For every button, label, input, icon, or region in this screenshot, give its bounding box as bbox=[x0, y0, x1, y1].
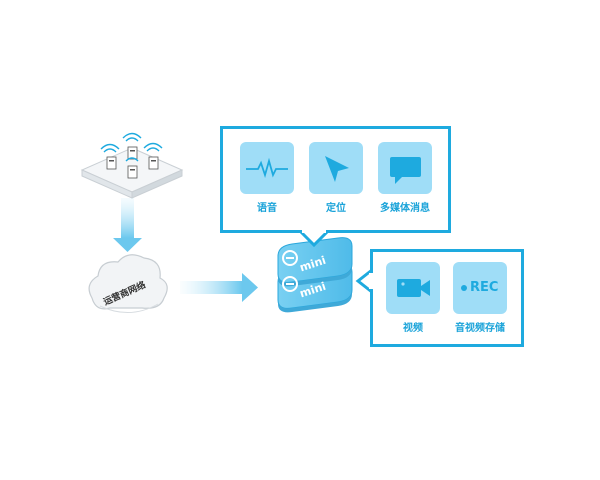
storage-label: 音视频存储 bbox=[455, 323, 505, 334]
multimedia-message-label: 多媒体消息 bbox=[380, 203, 430, 214]
voice-tile[interactable] bbox=[240, 142, 294, 194]
video-tile[interactable] bbox=[386, 262, 440, 314]
chat-bubble-icon bbox=[390, 157, 421, 184]
iot-devices-platform-icon bbox=[80, 132, 184, 199]
video-camera-icon bbox=[397, 279, 430, 297]
cursor-arrow-icon bbox=[325, 156, 349, 182]
cloud-icon bbox=[88, 254, 168, 313]
e-logo-icon bbox=[282, 250, 298, 266]
down-arrow bbox=[113, 198, 142, 252]
rec-badge: REC bbox=[470, 280, 499, 295]
location-tile[interactable] bbox=[309, 142, 363, 194]
location-label: 定位 bbox=[326, 203, 346, 214]
storage-tile[interactable]: REC bbox=[453, 262, 507, 314]
e-logo-icon bbox=[282, 276, 298, 292]
rec-icon bbox=[461, 285, 467, 291]
video-label: 视频 bbox=[403, 323, 423, 334]
device-stack bbox=[277, 237, 353, 313]
multimedia-message-tile[interactable] bbox=[378, 142, 432, 194]
waveform-icon bbox=[246, 157, 288, 179]
voice-label: 语音 bbox=[257, 203, 277, 214]
right-arrow bbox=[180, 273, 258, 302]
